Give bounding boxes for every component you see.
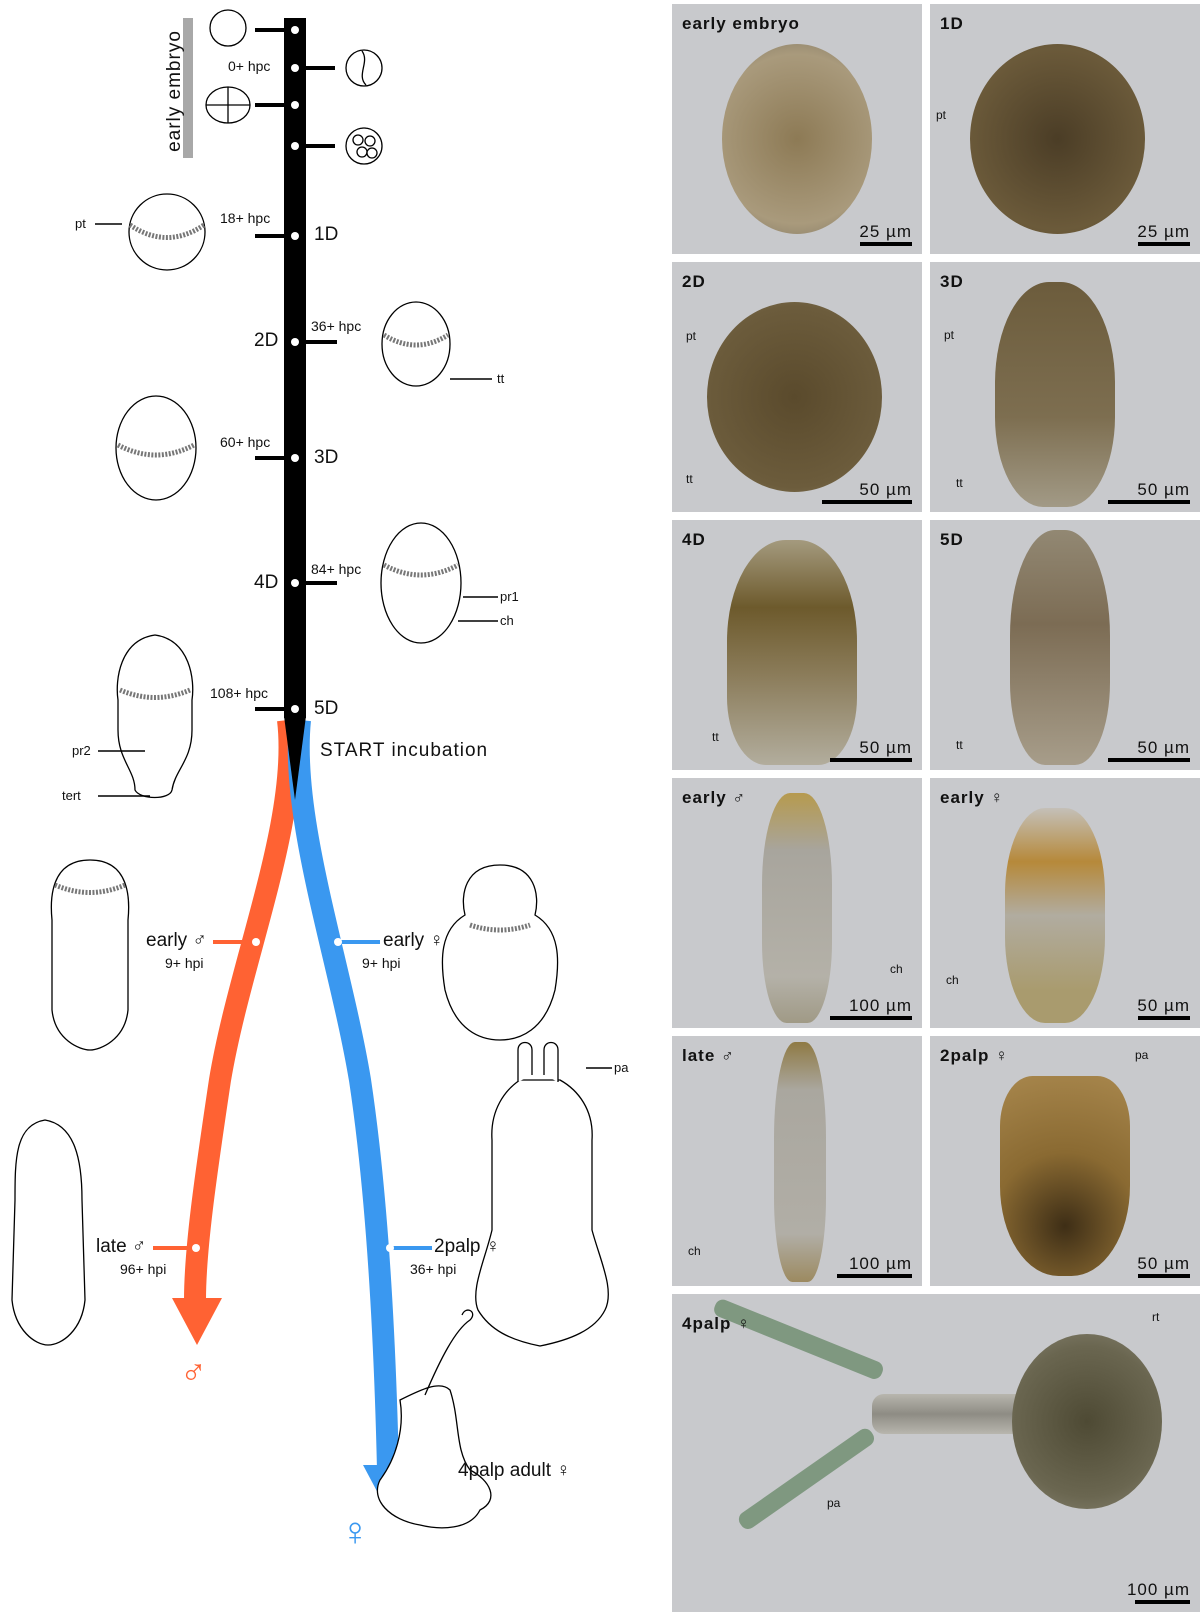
specimen-image: [995, 282, 1115, 507]
time-label-4: 84+ hpc: [311, 561, 362, 577]
scale-bar: 100 µm: [830, 996, 912, 1020]
panel-1d: 1D pt 25 µm: [930, 4, 1200, 254]
time-label-3: 60+ hpc: [220, 434, 271, 450]
panel-4palp-female: 4palp ♀ rt pa 100 µm: [672, 1294, 1200, 1612]
scale-bar: 25 µm: [859, 222, 912, 246]
late-male-time: 96+ hpi: [120, 1261, 167, 1277]
specimen-image: [774, 1042, 826, 1282]
scale-bar: 100 µm: [837, 1254, 912, 1278]
scale-bar: 50 µm: [1108, 738, 1190, 762]
specimen-image: [1005, 808, 1105, 1023]
timeline-trunk: [284, 18, 306, 718]
body-image: [1012, 1334, 1162, 1509]
female-branch: [287, 718, 399, 1471]
twopalp-female-label: 2palp ♀: [434, 1236, 501, 1257]
timeline-graphics: [11, 9, 612, 1529]
early-female-time: 9+ hpi: [362, 955, 401, 971]
anno-tt: tt: [497, 371, 505, 386]
early-embryo-label: early embryo: [164, 30, 185, 152]
early-embryo-bar: [183, 18, 193, 158]
life-cycle-diagram: early embryo 0+ hpc 18+ hpc 36+ hpc 60+ …: [11, 9, 629, 1554]
scale-bar: 50 µm: [1108, 480, 1190, 504]
anno-ch: ch: [500, 613, 514, 628]
stage-label-3d: 3D: [314, 447, 339, 468]
panel-early-embryo: early embryo 25 µm: [672, 4, 922, 254]
scale-bar: 50 µm: [1137, 1254, 1190, 1278]
stage-label-1d: 1D: [314, 224, 339, 245]
scale-bar: 50 µm: [1137, 996, 1190, 1020]
twopalp-female-time: 36+ hpi: [410, 1261, 457, 1277]
palp-image: [711, 1297, 886, 1382]
panel-3d: 3D pt tt 50 µm: [930, 262, 1200, 512]
scale-bar: 100 µm: [1127, 1580, 1190, 1604]
time-label-5: 108+ hpc: [210, 685, 268, 701]
male-arrowhead: [172, 1298, 222, 1345]
trunk-image: [872, 1394, 1032, 1434]
time-label-1: 18+ hpc: [220, 210, 271, 226]
embryo-sketches: [11, 9, 609, 1529]
anno-tert: tert: [62, 788, 81, 803]
anno-pt: pt: [75, 216, 86, 231]
stage-label-4d: 4D: [254, 572, 279, 593]
specimen-image: [1010, 530, 1110, 765]
early-male-time: 9+ hpi: [165, 955, 204, 971]
panel-2palp-female: 2palp ♀ pa 50 µm: [930, 1036, 1200, 1286]
male-branch: [184, 718, 301, 1301]
specimen-image: [1000, 1076, 1130, 1276]
time-label-0: 0+ hpc: [228, 58, 271, 74]
time-label-2: 36+ hpc: [311, 318, 362, 334]
panel-4d: 4D tt 50 µm: [672, 520, 922, 770]
stage-label-2d: 2D: [254, 330, 279, 351]
specimen-image: [970, 44, 1145, 234]
late-male-label: late ♂: [96, 1236, 147, 1257]
specimen-image: [722, 44, 872, 234]
specimen-image: [707, 302, 882, 492]
specimen-image: [762, 793, 832, 1023]
adult-female-label: 4palp adult ♀: [458, 1460, 571, 1481]
panel-early-male: early ♂ ch 100 µm: [672, 778, 922, 1028]
female-symbol-icon: ♀: [340, 1510, 370, 1554]
panel-5d: 5D tt 50 µm: [930, 520, 1200, 770]
stage-label-5d: 5D: [314, 698, 339, 719]
scale-bar: 50 µm: [830, 738, 912, 762]
panel-early-female: early ♀ ch 50 µm: [930, 778, 1200, 1028]
scale-bar: 50 µm: [822, 480, 912, 504]
anno-pr1: pr1: [500, 589, 519, 604]
start-incubation-label: START incubation: [320, 740, 489, 761]
early-male-label: early ♂: [146, 930, 207, 951]
male-symbol-icon: ♂: [180, 1350, 207, 1391]
early-female-label: early ♀: [383, 930, 444, 951]
panel-late-male: late ♂ ch 100 µm: [672, 1036, 922, 1286]
specimen-image: [727, 540, 857, 765]
palp-image: [735, 1425, 878, 1533]
panel-2d: 2D pt tt 50 µm: [672, 262, 922, 512]
scale-bar: 25 µm: [1137, 222, 1190, 246]
anno-pr2: pr2: [72, 743, 91, 758]
anno-pa: pa: [614, 1060, 629, 1075]
